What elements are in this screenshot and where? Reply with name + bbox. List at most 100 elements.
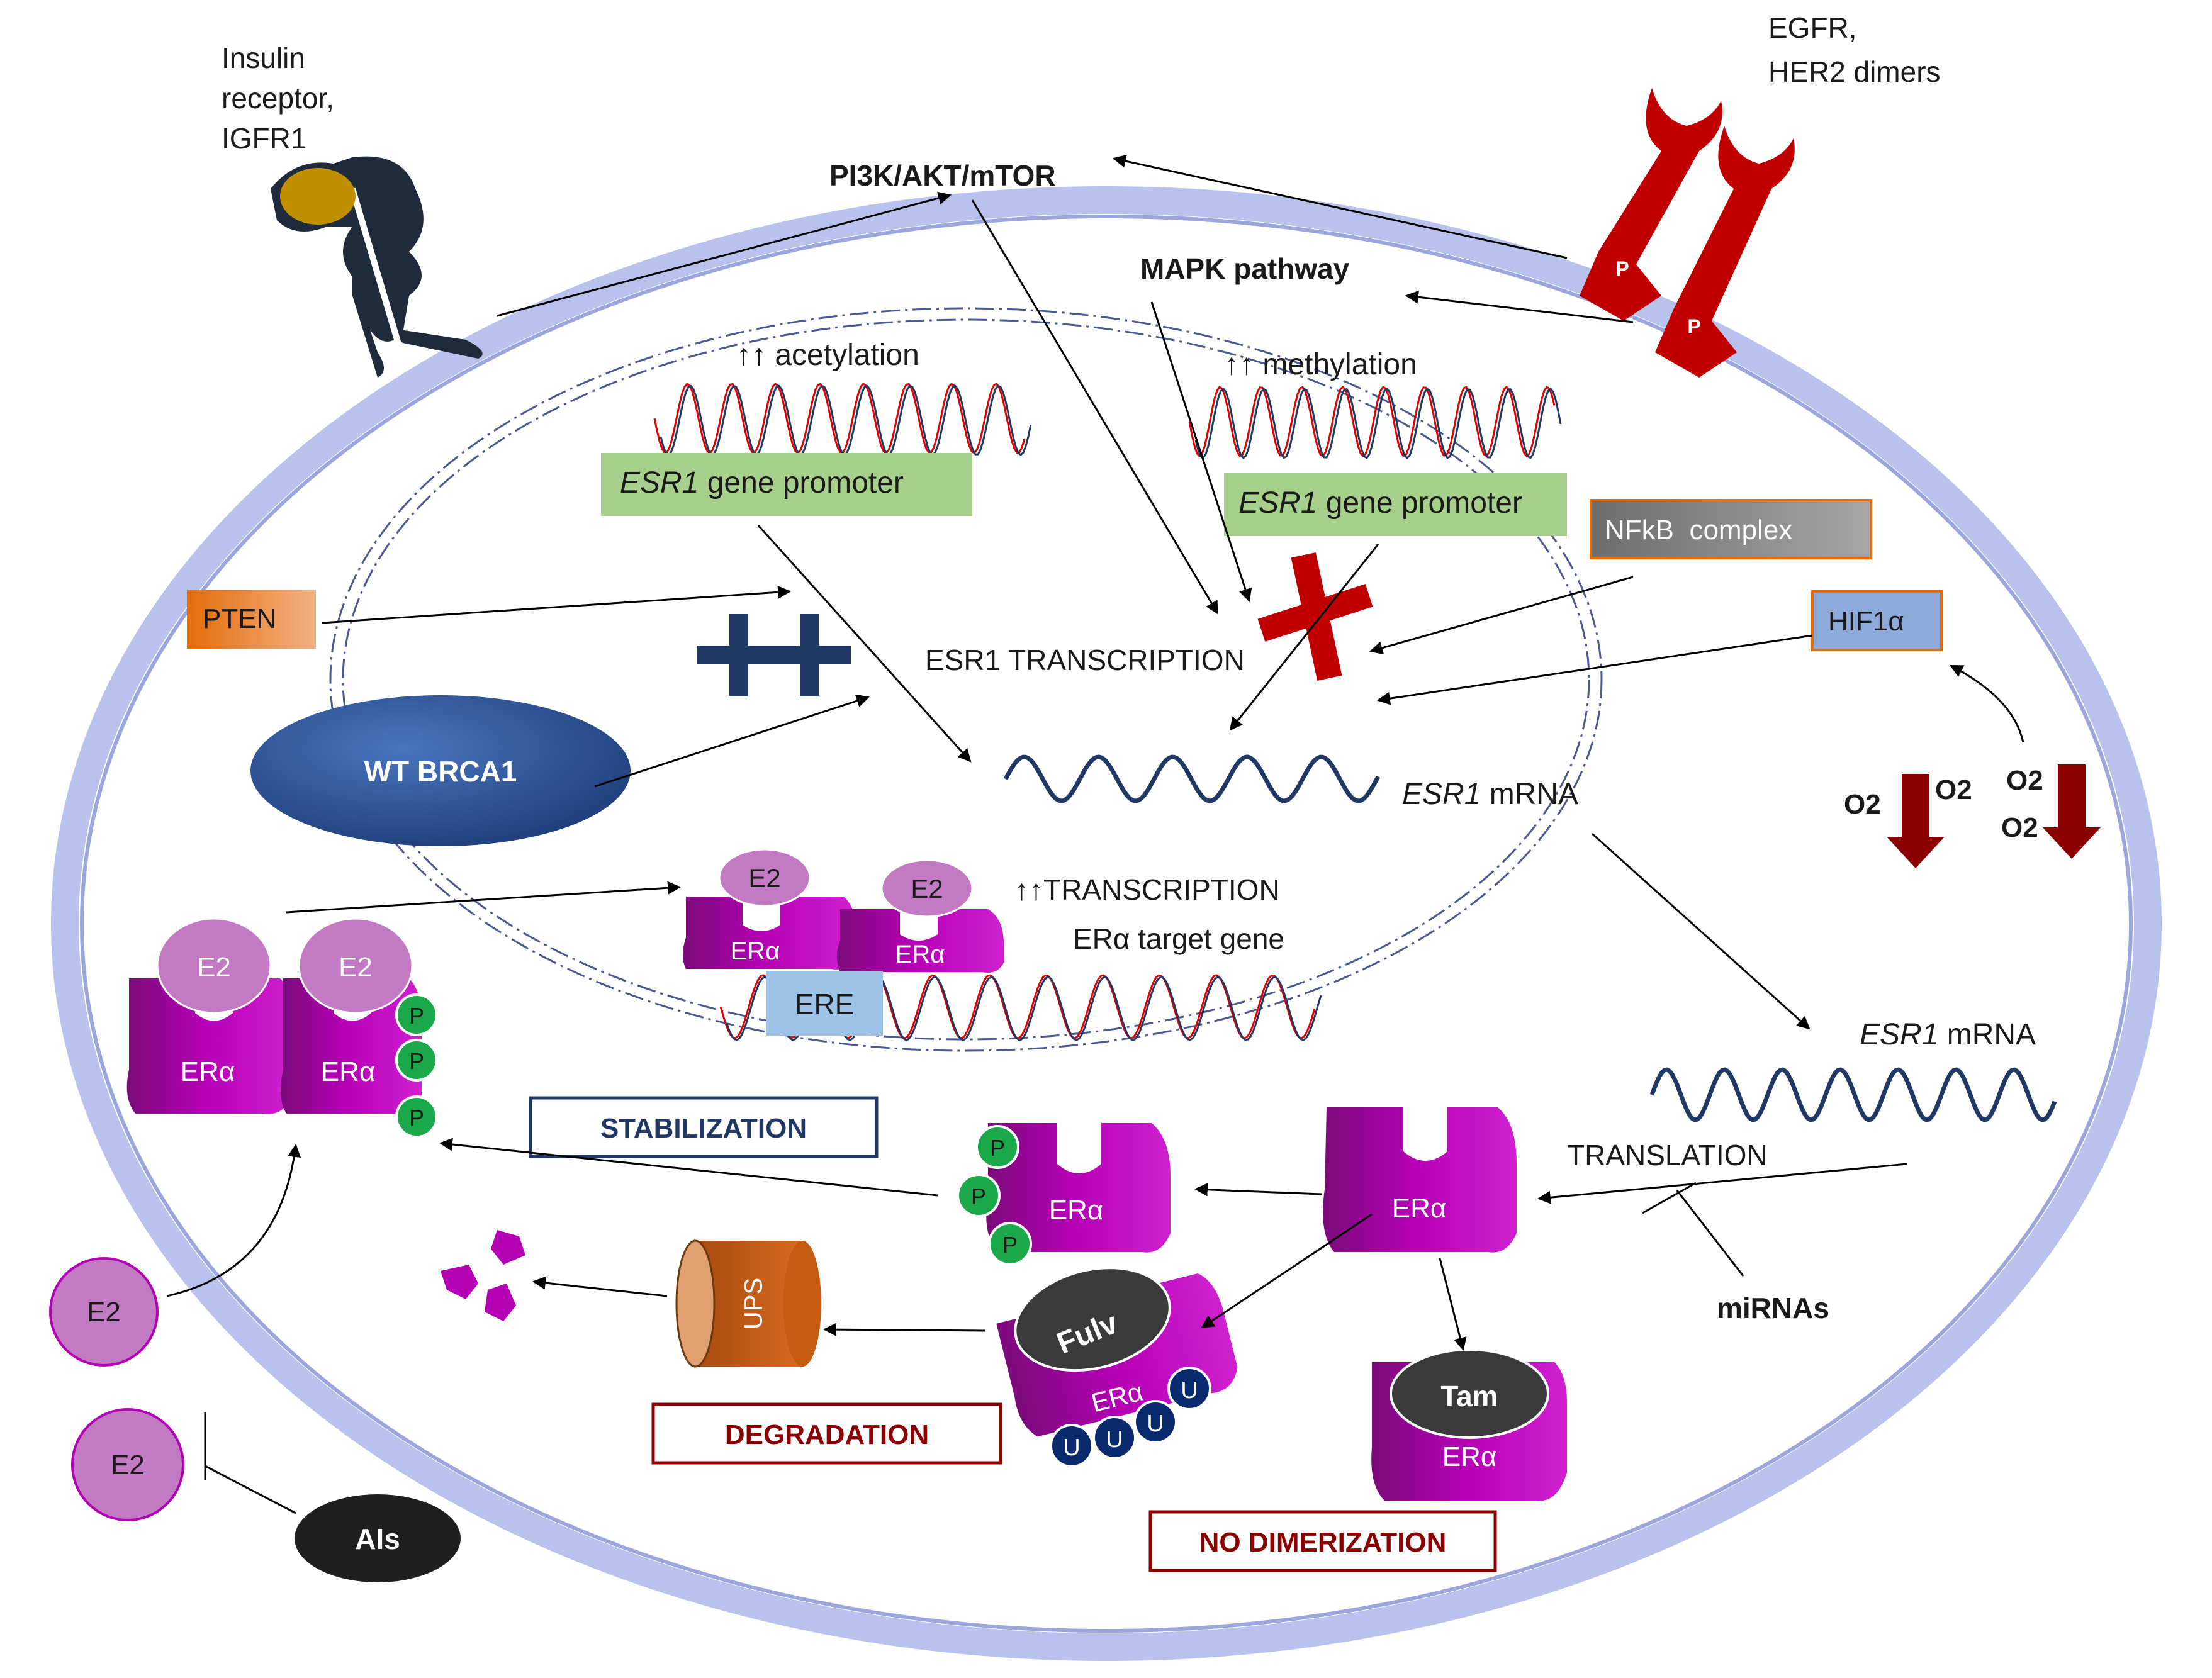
no-dimerization-box: [1148, 1510, 1497, 1572]
ubiquitin-3: U: [1147, 1411, 1164, 1437]
phospho-left-3: P: [409, 1105, 424, 1131]
arrow-era-to-phospho: [1194, 1183, 1322, 1197]
egfr-phospho-2: P: [1687, 315, 1700, 338]
ups-label: UPS: [740, 1278, 768, 1329]
arrow-ups-to-fragments: [532, 1276, 668, 1297]
insulin-receptor-label-1: Insulin: [222, 42, 305, 74]
promoter-label-methylation: ESR1 gene promoter: [1238, 486, 1522, 520]
translation-label: TRANSLATION: [1567, 1139, 1768, 1172]
cyto-era-phospho-label: ERα: [1049, 1195, 1104, 1226]
nuclear-era-label-2: ERα: [895, 941, 945, 968]
cyto-e2-left-1: E2: [197, 952, 231, 983]
cyto-era-new-label: ERα: [1392, 1193, 1447, 1224]
insulin-receptor-label-2: receptor,: [222, 82, 334, 115]
egfr-label-2: HER2 dimers: [1768, 55, 1941, 88]
esr1-mrna-cytoplasm: [1649, 1067, 2057, 1122]
o2-down-arrow-2: [2043, 764, 2101, 859]
cell-membrane-inner: [80, 215, 2133, 1633]
esr1-mrna-nucleus: [1003, 754, 1381, 803]
insulin-ligand: [280, 168, 356, 225]
esr1-transcription-label: ESR1 TRANSCRIPTION: [925, 644, 1245, 676]
brca1-label: WT BRCA1: [364, 755, 517, 788]
egfr-her2-dimer: [1580, 88, 1795, 378]
free-e2-1: [49, 1257, 159, 1367]
nucleus-envelope-inner: [342, 318, 1590, 1041]
arrow-e2-to-era: [166, 1143, 301, 1297]
ubiquitin-4: U: [1181, 1377, 1198, 1404]
dna-methylation: [1188, 385, 1562, 460]
o2-label-1: O2: [1844, 789, 1881, 820]
nuclear-era-1: [683, 848, 856, 970]
arrow-promoter2-to-mrna: [1229, 544, 1379, 731]
stabilization-box: [529, 1096, 879, 1158]
plus-signs: [697, 614, 851, 696]
phospho-left-1: P: [409, 1003, 424, 1029]
mirna-inhibition-bar: [1642, 1182, 1697, 1214]
egfr-phospho-1: P: [1615, 257, 1629, 280]
arrow-mrna-nucleus-to-cytoplasm: [1591, 832, 1811, 1030]
no-dimerization-label: NO DIMERIZATION: [1199, 1527, 1447, 1558]
arrow-brca1-to-transcription: [594, 694, 870, 788]
arrow-pi3k-to-transcription: [971, 199, 1219, 615]
brca1-oval: [250, 695, 631, 846]
esr1-mrna-nucleus-label: ESR1 mRNA: [1402, 778, 1578, 811]
promoter-box-methylation: [1224, 473, 1567, 536]
arrow-pten-to-transcription: [322, 585, 792, 624]
phospho-mid-1: P: [990, 1135, 1005, 1161]
ais-label: AIs: [355, 1523, 400, 1555]
ubiquitin-2: U: [1106, 1426, 1123, 1453]
cyto-era-left-1: [126, 917, 293, 1114]
cyto-era-left-label-2: ERα: [321, 1056, 376, 1087]
tam-era-label: ERα: [1442, 1441, 1497, 1472]
nfkb-box: [1590, 499, 1872, 559]
o2-down-arrow-1: [1887, 774, 1945, 868]
insulin-receptor: [271, 156, 483, 378]
nuclear-era-2: [837, 859, 1004, 973]
mirnas-label: miRNAs: [1717, 1292, 1829, 1324]
acetylation-label: ↑↑ acetylation: [736, 338, 919, 372]
phospho-left-2: P: [409, 1048, 424, 1074]
inhibition-cross: [1257, 552, 1373, 681]
free-e2-2: [71, 1408, 184, 1521]
free-e2-1-label: E2: [87, 1297, 121, 1328]
promoter-label-acetylation: ESR1 gene promoter: [620, 466, 904, 500]
hif1a-label: HIF1α: [1828, 606, 1904, 637]
cyto-era-phospho: [957, 1123, 1171, 1266]
nfkb-label: NFkB complex: [1605, 515, 1792, 545]
mirna-inhibition-line: [1676, 1190, 1744, 1277]
hif1a-box: [1811, 590, 1943, 651]
phospho-mid-2: P: [971, 1183, 986, 1209]
ere-box: [766, 971, 883, 1036]
cyto-e2-left-2: E2: [339, 952, 373, 983]
phospho-group-left: [395, 993, 438, 1138]
o2-label-4: O2: [2001, 812, 2038, 843]
nucleus-envelope: [329, 307, 1603, 1052]
stabilization-label: STABILIZATION: [600, 1113, 807, 1144]
arrow-promoter-to-mrna: [757, 524, 972, 763]
target-gene-label: ERα target gene: [1073, 922, 1284, 955]
arrow-mapk-to-transcription: [1150, 301, 1252, 602]
tam-era-complex: [1371, 1348, 1567, 1501]
arrow-hif-to-transcription: [1376, 634, 1813, 705]
pten-box: [187, 590, 316, 649]
degradation-label: DEGRADATION: [725, 1419, 929, 1450]
arrow-era-to-tam: [1439, 1258, 1467, 1351]
pathway-arrows: [166, 154, 2024, 1514]
o2-label-2: O2: [1935, 775, 1972, 805]
nuclear-e2-2: E2: [911, 874, 943, 903]
degraded-fragments: [441, 1230, 525, 1321]
tam-label: Tam: [1440, 1380, 1498, 1412]
nuclear-e2-1: E2: [748, 863, 780, 893]
cyto-era-left-2: [281, 917, 422, 1114]
pi3k-akt-mtor-label: PI3K/AKT/mTOR: [829, 159, 1056, 192]
cyto-era-left-label-1: ERα: [181, 1056, 235, 1087]
ubiquitin-chain: [1050, 1367, 1211, 1468]
ups-proteasome: [675, 1239, 821, 1368]
methylation-label: ↑↑ methylation: [1224, 348, 1417, 381]
o2-label-3: O2: [2006, 765, 2043, 796]
cyto-era-new: [1323, 1107, 1517, 1253]
arrow-phospho-to-stabilized: [439, 1138, 938, 1197]
promoter-box-acetylation: [601, 453, 972, 516]
mapk-pathway-label: MAPK pathway: [1140, 252, 1350, 285]
